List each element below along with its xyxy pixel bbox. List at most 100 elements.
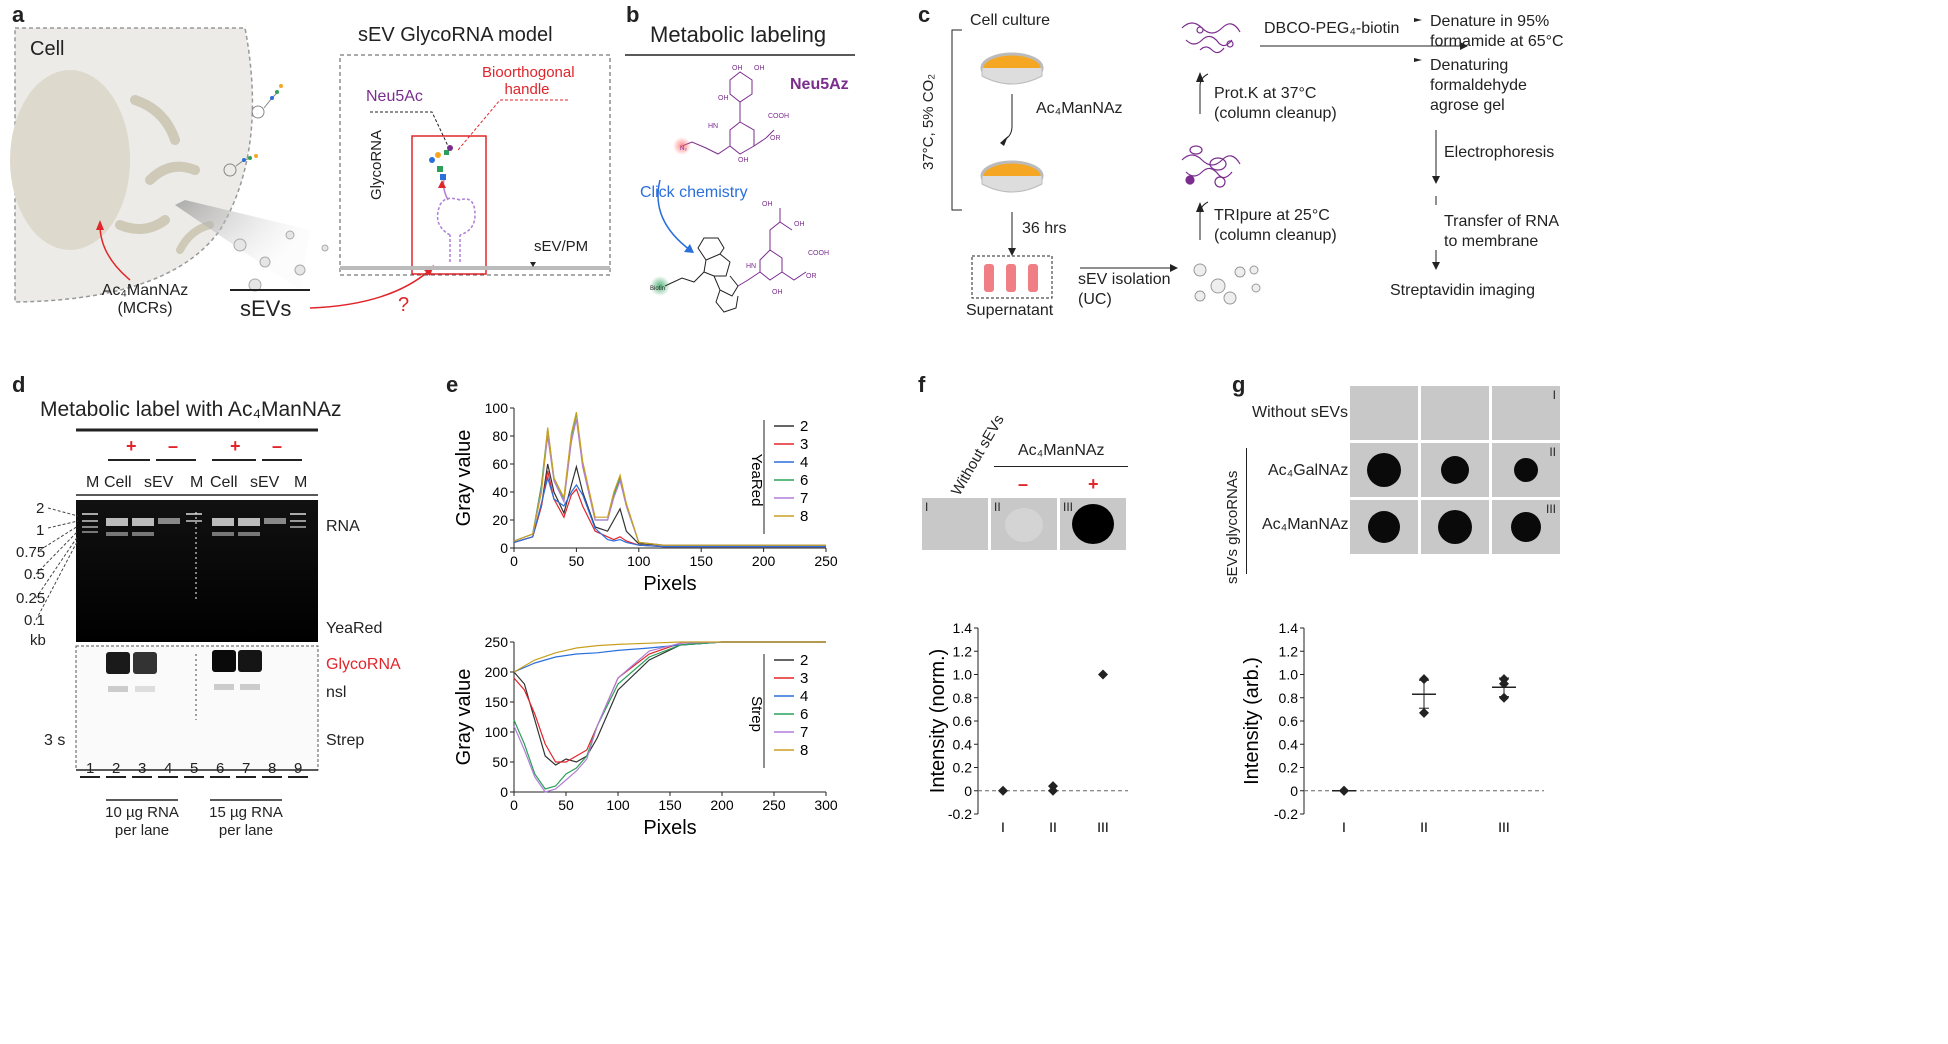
y-tick-label: 0: [500, 784, 508, 800]
y-axis-label: Intensity (arb.): [1241, 657, 1263, 785]
series-line-2: [513, 463, 826, 546]
panel-d-figure: [35, 428, 319, 801]
y-tick-label: 0.8: [953, 690, 973, 706]
ladder-025: 0.25: [16, 590, 46, 607]
ladder-01: 0.1: [24, 612, 45, 629]
y-tick-label: 0.2: [1279, 760, 1299, 776]
load2a: 15 µg RNA: [209, 804, 283, 821]
plus-1: +: [126, 436, 137, 456]
load2b: per lane: [218, 822, 274, 839]
data-point: [1419, 707, 1429, 718]
lane-head-7: M: [294, 474, 308, 491]
svg-text:COOH: COOH: [808, 250, 829, 257]
x-tick-label: 200: [752, 553, 776, 569]
denature2-label: Denaturing formaldehyde agrose gel: [1430, 56, 1527, 116]
y-tick-label: 1.0: [1279, 667, 1299, 683]
panel-b-title: Metabolic labeling: [650, 22, 827, 47]
y-axis-label: Intensity (norm.): [927, 649, 949, 793]
den2a: Denaturing: [1430, 57, 1509, 74]
y-tick-label: 100: [485, 724, 509, 740]
tube-icon-1: [984, 264, 994, 292]
g-blot-spot: [1368, 511, 1400, 543]
den1a: Denature in 95%: [1430, 13, 1550, 30]
sevpm-label: sEV/PM: [534, 238, 589, 255]
panel-c-figure: [951, 18, 1468, 305]
blot-bands: [106, 650, 262, 692]
tube-icon-2: [1006, 264, 1016, 292]
panel-d-title: Metabolic label with Ac₄ManNAz: [40, 398, 342, 421]
svg-text:OH: OH: [718, 95, 729, 102]
nucleus-shape: [10, 70, 130, 250]
svg-text:HN: HN: [746, 263, 756, 270]
f-blot-I: I: [922, 498, 988, 550]
series-line-4: [513, 641, 826, 673]
bio-line1: Bioorthogonal: [482, 64, 575, 81]
ac4-step-label: Ac₄ManNAz: [1036, 100, 1123, 117]
g-roman-label: III: [1545, 502, 1556, 516]
lane-number-7: 7: [242, 760, 251, 777]
dish-icon-2: [980, 160, 1044, 193]
x-tick-label: 150: [658, 797, 682, 813]
panel-label-f: f: [918, 372, 926, 397]
hrs-label: 36 hrs: [1022, 220, 1067, 237]
x-axis-label: Pixels: [643, 817, 696, 839]
x-tick-label: 100: [606, 797, 630, 813]
yeared-label: YeaRed: [326, 620, 383, 637]
y-tick-label: 0.4: [953, 736, 973, 752]
f-roman-II: II: [994, 500, 1001, 514]
legend-label-8: 8: [800, 508, 808, 525]
ac4-sub: (MCRs): [117, 300, 173, 317]
g-blot-r1-c2: [1421, 386, 1489, 440]
x-tick-label: 200: [710, 797, 734, 813]
series-line-8: [513, 641, 826, 673]
rna-label: RNA: [326, 518, 360, 535]
ladder-1: 1: [36, 522, 45, 539]
minus-1: –: [168, 436, 179, 456]
g-blot-spot: [1441, 456, 1469, 484]
panel-a-figure: [10, 27, 611, 309]
f-roman-III: III: [1063, 500, 1074, 514]
svg-text:OH: OH: [738, 157, 749, 164]
data-point: [1098, 669, 1108, 680]
f-minus: –: [1018, 474, 1029, 494]
y-tick-label: 20: [492, 512, 508, 528]
y-tick-label: 50: [492, 754, 508, 770]
glycorna-label: GlycoRNA: [326, 656, 401, 673]
exposure-label: 3 s: [44, 732, 66, 749]
svg-text:Biotin: Biotin: [650, 286, 665, 292]
sev-particles-icon: [1193, 263, 1261, 305]
panel-label-a: a: [12, 2, 25, 27]
g-blot-r1-c3: I: [1492, 386, 1560, 440]
y-tick-label: 1.2: [1279, 643, 1299, 659]
f-roman-I: I: [925, 500, 929, 514]
question-mark: ?: [398, 294, 410, 316]
lane-number-5: 5: [190, 760, 199, 777]
lane-number-1: 1: [86, 760, 95, 777]
y-tick-label: 0.4: [1279, 736, 1299, 752]
data-point: [1339, 785, 1349, 796]
protk-label: Prot.K at 37°C(column cleanup): [1214, 84, 1337, 124]
den2b: formaldehyde: [1430, 77, 1527, 94]
den2c: agrose gel: [1430, 97, 1505, 114]
gel-bands: [82, 513, 306, 536]
y-tick-label: 0.2: [953, 760, 973, 776]
g-blot-r2-c3: II: [1492, 443, 1560, 497]
x-axis-label: Pixels: [643, 573, 696, 595]
electrophoresis-label: Electrophoresis: [1444, 144, 1555, 161]
neu5az-label: Neu5Az: [790, 76, 849, 93]
protk-2: (column cleanup): [1214, 105, 1337, 122]
rna-cluster-icon-2: [1181, 145, 1241, 188]
den1b: formamide at 65°C: [1430, 33, 1564, 50]
legend-label-2: 2: [800, 418, 808, 435]
series-line-4: [513, 475, 826, 548]
tripure-2: (column cleanup): [1214, 227, 1337, 244]
series-line-8: [513, 412, 826, 546]
lane-number-4: 4: [164, 760, 173, 777]
y-tick-label: 1.4: [1279, 620, 1299, 636]
ac4-label: Ac₄ManNAz(MCRs): [90, 282, 200, 318]
f-blot-III: III: [1060, 498, 1126, 550]
f-blot-II: II: [991, 498, 1057, 550]
